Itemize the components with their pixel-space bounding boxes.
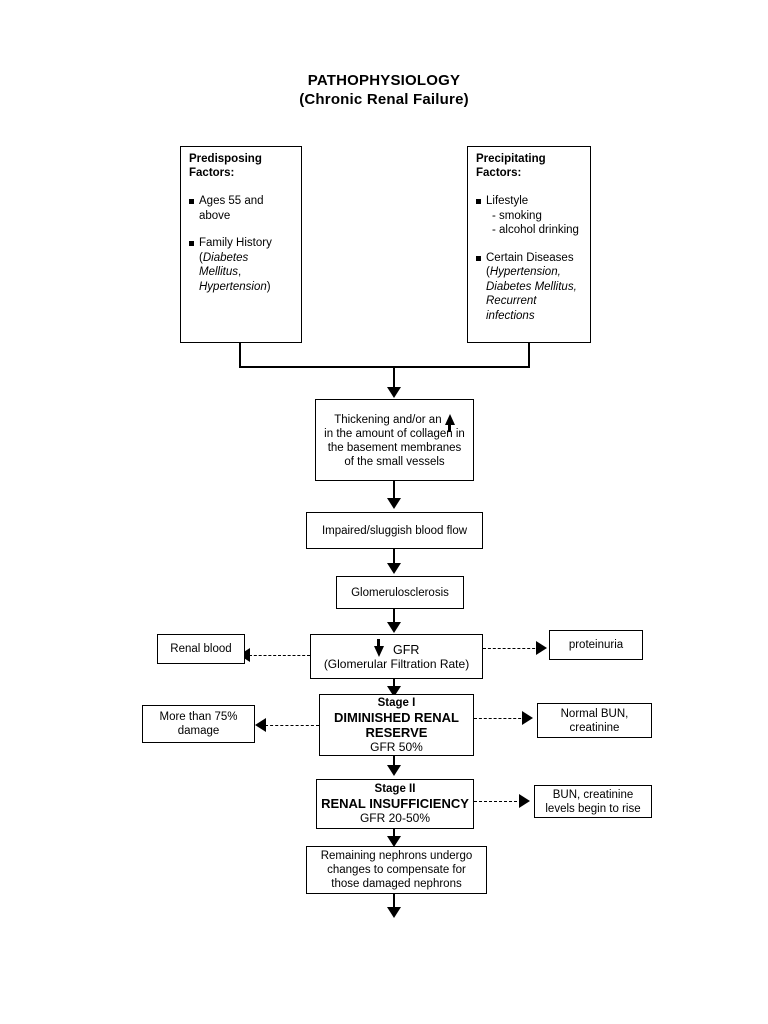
bun-creatinine-rise-box: BUN, creatinine levels begin to rise [534,785,652,818]
connector-gfr-to-stage1 [393,679,395,691]
bullet-square-icon [189,199,194,204]
remaining-nephrons-box: Remaining nephrons undergo changes to co… [306,846,487,894]
page-title-line1: PATHOPHYSIOLOGY [307,72,461,89]
proteinuria-label: proteinuria [568,639,624,651]
precipitating-item-diseases: Certain Diseases (Hypertension, Diabetes… [476,251,582,324]
thickening-line4: of the small vessels [344,455,445,468]
thickening-collagen-box: Thickening and/or an in the amount of co… [315,399,474,481]
nephrons-l2: changes to compensate for [327,864,466,876]
connector-impaired-to-glomerulosclerosis [393,549,395,566]
dashed-connector-stage1-left [265,725,319,726]
arrow-right-icon [519,794,530,808]
arrow-down-icon [387,836,401,847]
thickening-line2: in the amount of collagen in [324,427,465,440]
arrow-down-icon [387,622,401,633]
connector-precipitating-down [528,343,530,368]
predisposing-item-age: Ages 55 and above [189,194,293,223]
arrow-down-icon [387,563,401,574]
thickening-line3: the basement membranes [327,441,462,454]
bullet-square-icon [476,255,481,261]
stage-2-box: Stage II RENAL INSUFFICIENCY GFR 20-50% [316,779,474,829]
precipitating-factors-box: Precipitating Factors: Lifestyle - smoki… [467,146,591,343]
stage-1-box: Stage I DIMINISHED RENAL RESERVE GFR 50% [319,694,474,756]
thickening-line1: Thickening and/or an [324,412,465,432]
arrow-down-icon [387,387,401,398]
normal-bun-creatinine-box: Normal BUN, creatinine [537,703,652,738]
nephrons-l3: those damaged nephrons [331,878,462,890]
arrow-left-icon [255,718,266,732]
gfr-line2: (Glomerular Filtration Rate) [323,656,470,671]
connector-stage1-to-stage2 [393,756,395,770]
connector-stage2-to-nephrons [393,829,395,841]
renal-blood-box: Renal blood [157,634,245,664]
glomerulosclerosis-box: Glomerulosclerosis [336,576,464,609]
stage-2-title: Stage II [374,783,416,795]
bullet-square-icon [189,241,194,246]
dashed-connector-gfr-left [249,655,310,656]
more-than-75-l2: damage [177,725,220,737]
connector-merge-to-thickening [393,366,395,390]
dashed-connector-stage1-right [474,718,526,719]
bun-rise-l2: levels begin to rise [545,802,641,815]
stage-1-title: Stage I [377,696,416,709]
dashed-connector-stage2-right [474,801,522,802]
connector-merge-horizontal [239,366,530,368]
glomerulosclerosis-label: Glomerulosclerosis [351,586,449,599]
decrease-arrow-icon [373,638,384,657]
gfr-decrease-box: GFR (Glomerular Filtration Rate) [310,634,483,679]
normal-bun-l1: Normal BUN, [560,707,629,720]
impaired-blood-flow-box: Impaired/sluggish blood flow [306,512,483,549]
page-title-line2: (Chronic Renal Failure) [299,91,469,108]
dashed-connector-gfr-right [483,648,540,649]
connector-glomerulosclerosis-to-gfr [393,609,395,625]
proteinuria-box: proteinuria [549,630,643,660]
predisposing-factors-box: Predisposing Factors: Ages 55 and above … [180,146,302,343]
nephrons-l1: Remaining nephrons undergo [320,850,473,862]
normal-bun-l2: creatinine [569,721,620,734]
renal-blood-label: Renal blood [170,643,232,655]
more-than-75-l1: More than 75% [159,711,238,723]
precipitating-heading: Precipitating Factors: [476,153,546,179]
stage-2-main: RENAL INSUFFICIENCY [321,796,469,811]
bullet-square-icon [476,199,481,204]
stage-1-gfr: GFR 50% [370,739,423,754]
gfr-line1: GFR [324,638,469,657]
arrow-down-icon [387,907,401,918]
arrow-right-icon [522,711,533,725]
predisposing-heading: Predisposing Factors: [189,153,262,179]
more-than-75-damage-box: More than 75% damage [142,705,255,743]
stage-1-main-l1: DIMINISHED RENAL [334,709,459,725]
arrow-down-icon [387,498,401,509]
arrow-right-icon [536,641,547,655]
arrow-down-icon [387,765,401,776]
connector-thickening-to-impaired [393,481,395,501]
stage-2-gfr: GFR 20-50% [359,811,430,825]
predisposing-item-family-history: Family History (Diabetes Mellitus, Hyper… [189,236,293,294]
precipitating-item-lifestyle: Lifestyle - smoking - alcohol drinking [476,194,582,238]
impaired-blood-flow-label: Impaired/sluggish blood flow [321,524,468,537]
increase-arrow-icon [444,413,455,432]
arrow-down-icon [387,686,401,697]
stage-1-main-l2: RESERVE [365,724,428,740]
bun-rise-l1: BUN, creatinine [552,788,634,801]
connector-predisposing-down [239,343,241,368]
connector-nephrons-continues [393,894,395,910]
